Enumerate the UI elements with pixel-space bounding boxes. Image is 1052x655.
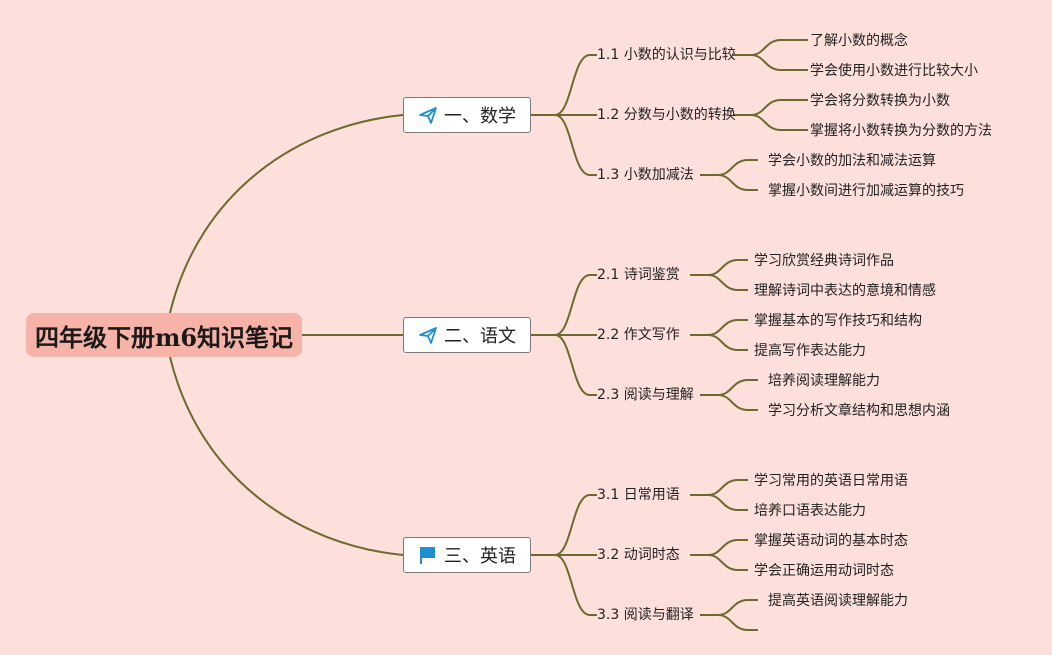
- subtopic-label: 2.2 作文写作: [597, 327, 680, 343]
- subtopic-to-leaf-line: [690, 319, 748, 336]
- leaf[interactable]: 学会小数的加法和减法运算: [768, 153, 936, 169]
- leaf[interactable]: 学习常用的英语日常用语: [754, 473, 908, 489]
- subtopic-label: 1.3 小数加减法: [597, 167, 694, 183]
- paper-plane-icon: [418, 105, 438, 125]
- subtopic-to-leaf-line: [733, 54, 808, 71]
- subtopic-label: 1.2 分数与小数的转换: [597, 107, 736, 123]
- subtopic-2-1[interactable]: 2.1 诗词鉴赏: [597, 265, 680, 285]
- subtopic-to-leaf-line: [700, 614, 758, 631]
- leaf[interactable]: 学会将分数转换为小数: [810, 93, 950, 109]
- branch-to-subtopic-line: [531, 554, 597, 616]
- leaf[interactable]: 培养口语表达能力: [754, 503, 866, 519]
- leaf[interactable]: 了解小数的概念: [810, 33, 908, 49]
- subtopic-to-leaf-line: [690, 539, 748, 556]
- subtopic-3-3[interactable]: 3.3 阅读与翻译: [597, 605, 694, 625]
- branch-to-subtopic-line: [531, 114, 597, 176]
- subtopic-label: 2.3 阅读与理解: [597, 387, 694, 403]
- subtopic-label: 3.2 动词时态: [597, 547, 680, 563]
- subtopic-to-leaf-line: [690, 494, 748, 511]
- subtopic-2-3[interactable]: 2.3 阅读与理解: [597, 385, 694, 405]
- leaf[interactable]: 掌握英语动词的基本时态: [754, 533, 908, 549]
- subtopic-to-leaf-line: [733, 99, 808, 116]
- flag-icon: [418, 545, 438, 565]
- subtopic-to-leaf-line: [733, 114, 808, 131]
- subtopic-label: 3.3 阅读与翻译: [597, 607, 694, 623]
- subtopic-to-leaf-line: [700, 394, 758, 411]
- branch-to-subtopic-line: [531, 494, 597, 556]
- branch-title: 三、英语: [444, 546, 516, 567]
- subtopic-to-leaf-line: [690, 274, 748, 291]
- leaf[interactable]: 掌握小数间进行加减运算的技巧: [768, 183, 964, 199]
- branch-chinese[interactable]: 二、语文: [403, 317, 531, 353]
- subtopic-to-leaf-line: [690, 259, 748, 276]
- subtopic-to-leaf-line: [733, 39, 808, 56]
- subtopic-label: 3.1 日常用语: [597, 487, 680, 503]
- subtopic-label: 2.1 诗词鉴赏: [597, 267, 680, 283]
- leaf[interactable]: 提高英语阅读理解能力: [768, 593, 908, 609]
- subtopic-to-leaf-line: [700, 599, 758, 616]
- root-to-branch-line: [169, 356, 404, 556]
- subtopic-to-leaf-line: [700, 379, 758, 396]
- leaf[interactable]: 掌握将小数转换为分数的方法: [810, 123, 992, 139]
- subtopic-1-3[interactable]: 1.3 小数加减法: [597, 165, 694, 185]
- leaf[interactable]: 学习分析文章结构和思想内涵: [768, 403, 950, 419]
- subtopic-label: 1.1 小数的认识与比较: [597, 47, 736, 63]
- root-node[interactable]: 四年级下册m6知识笔记: [26, 313, 302, 357]
- subtopic-to-leaf-line: [690, 479, 748, 496]
- leaf[interactable]: 学会使用小数进行比较大小: [810, 63, 978, 79]
- subtopic-to-leaf-line: [700, 174, 758, 191]
- root-title: 四年级下册m6知识笔记: [34, 322, 294, 352]
- subtopic-1-2[interactable]: 1.2 分数与小数的转换: [597, 105, 736, 125]
- subtopic-2-2[interactable]: 2.2 作文写作: [597, 325, 680, 345]
- leaf[interactable]: 掌握基本的写作技巧和结构: [754, 313, 922, 329]
- branch-math[interactable]: 一、数学: [403, 97, 531, 133]
- branch-to-subtopic-line: [531, 54, 597, 116]
- leaf[interactable]: 提高写作表达能力: [754, 343, 866, 359]
- branch-title: 一、数学: [444, 106, 516, 127]
- leaf[interactable]: 学会正确运用动词时态: [754, 563, 894, 579]
- subtopic-to-leaf-line: [700, 159, 758, 176]
- subtopic-to-leaf-line: [690, 554, 748, 571]
- branch-to-subtopic-line: [531, 334, 597, 396]
- subtopic-1-1[interactable]: 1.1 小数的认识与比较: [597, 45, 736, 65]
- branch-english[interactable]: 三、英语: [403, 537, 531, 573]
- branch-to-subtopic-line: [531, 274, 597, 336]
- subtopic-3-2[interactable]: 3.2 动词时态: [597, 545, 680, 565]
- root-to-branch-line: [169, 114, 404, 314]
- leaf[interactable]: 学习欣赏经典诗词作品: [754, 253, 894, 269]
- paper-plane-icon: [418, 325, 438, 345]
- leaf[interactable]: 培养阅读理解能力: [768, 373, 880, 389]
- subtopic-to-leaf-line: [690, 334, 748, 351]
- branch-title: 二、语文: [444, 326, 516, 347]
- leaf[interactable]: 理解诗词中表达的意境和情感: [754, 283, 936, 299]
- subtopic-3-1[interactable]: 3.1 日常用语: [597, 485, 680, 505]
